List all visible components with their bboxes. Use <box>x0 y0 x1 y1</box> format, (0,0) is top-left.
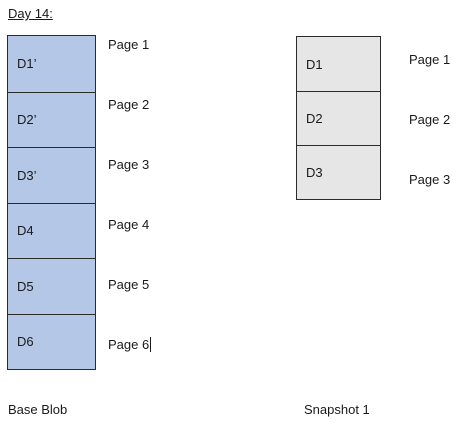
base-page-label-5: Page 5 <box>108 277 150 292</box>
base-blob-stack: D1’ D2’ D3’ D4 D5 D6 <box>7 35 96 370</box>
day-heading: Day 14: <box>8 6 53 21</box>
text-cursor <box>150 337 152 352</box>
base-blob-caption: Base Blob <box>8 402 68 417</box>
base-page-label-1: Page 1 <box>108 37 150 52</box>
snapshot-stack: D1 D2 D3 <box>296 36 381 200</box>
base-block-4: D4 <box>8 202 95 258</box>
base-block-3: D3’ <box>8 147 95 203</box>
snapshot-caption: Snapshot 1 <box>304 402 370 417</box>
base-page-label-4: Page 4 <box>108 217 150 232</box>
base-page-label-6: Page 6 <box>108 337 150 352</box>
snapshot-page-label-3: Page 3 <box>409 172 451 187</box>
snapshot-block-2: D2 <box>297 91 380 145</box>
base-page-label-3: Page 3 <box>108 157 150 172</box>
snapshot-page-label-2: Page 2 <box>409 112 451 127</box>
base-block-2: D2’ <box>8 91 95 147</box>
base-page-label-6-wrap[interactable]: Page 6 <box>108 337 152 352</box>
snapshot-block-1: D1 <box>297 37 380 91</box>
base-block-5: D5 <box>8 258 95 314</box>
snapshot-page-label-1: Page 1 <box>409 52 451 67</box>
snapshot-block-3: D3 <box>297 145 380 199</box>
base-page-label-2: Page 2 <box>108 97 150 112</box>
base-block-6: D6 <box>8 313 95 369</box>
base-block-1: D1’ <box>8 36 95 92</box>
